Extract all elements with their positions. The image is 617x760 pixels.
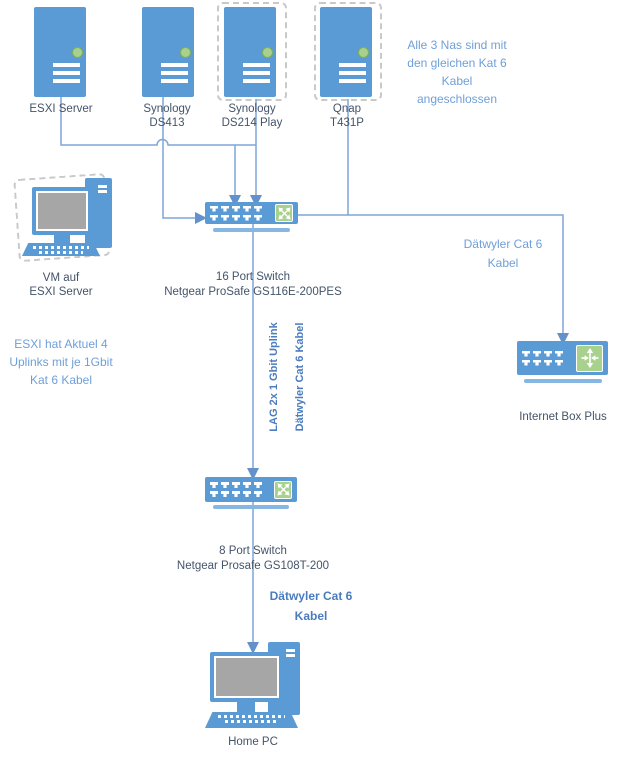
ethernet-ports-icon: [210, 205, 262, 221]
power-led-icon: [262, 47, 273, 58]
edge-esxi-bus: [60, 97, 256, 146]
vm-keyboard-icon: [22, 243, 100, 256]
switch16-shadow: [213, 228, 290, 232]
switch-16port-icon: [205, 202, 298, 224]
nas-cable-note: Alle 3 Nas sind mit den gleichen Kat 6 K…: [407, 38, 507, 106]
homepc-keyboard-icon: [205, 712, 298, 728]
internet-box-shadow: [524, 379, 602, 383]
server-qnap: [320, 7, 372, 97]
pc-cable-note: Dätwyler Cat 6 Kabel: [269, 589, 353, 623]
homepc-label: Home PC: [228, 736, 278, 748]
vent-bars-icon: [243, 63, 270, 87]
vent-bars-icon: [161, 63, 188, 87]
homepc-monitor-icon: [210, 652, 283, 702]
homepc-stand-icon: [237, 702, 255, 712]
vm-stand-icon: [54, 235, 70, 243]
uplink-cable-note: Dätwyler Cat 6 Kabel: [294, 322, 306, 432]
homepc-screen: [214, 656, 279, 698]
power-led-icon: [358, 47, 369, 58]
vm-screen: [36, 191, 88, 231]
power-led-icon: [180, 47, 191, 58]
switch8-shadow: [213, 505, 289, 509]
edge-switch16-to-router: [298, 214, 569, 345]
vm-monitor-icon: [32, 187, 92, 235]
vent-bars-icon: [53, 63, 80, 87]
ethernet-ports-icon: [522, 350, 563, 366]
server-synology-ds413: [142, 7, 194, 97]
switch-arrows-icon: [274, 480, 292, 499]
server-synology-ds214: [224, 7, 276, 97]
internet-box-label: Internet Box Plus: [519, 411, 607, 423]
edge-ds413-to-switch16: [162, 97, 207, 224]
router-cable-note: Dätwyler Cat 6 Kabel: [463, 237, 543, 270]
ethernet-ports-icon: [210, 482, 262, 497]
server-esxi: [34, 7, 86, 97]
internet-box-icon: [517, 341, 608, 375]
esxi-uplink-note: ESXI hat Aktuel 4 Uplinks mit je 1Gbit K…: [9, 337, 113, 387]
power-led-icon: [72, 47, 83, 58]
vent-bars-icon: [339, 63, 366, 87]
dashed-box-ds214: [217, 2, 287, 101]
switch-arrows-icon: [275, 204, 293, 222]
lag-uplink-note: LAG 2x 1 Gbit Uplink: [268, 322, 280, 432]
switch-8port-icon: [205, 477, 297, 502]
server-label-esxi: ESXI Server: [29, 103, 93, 115]
router-arrows-icon: [576, 344, 603, 372]
